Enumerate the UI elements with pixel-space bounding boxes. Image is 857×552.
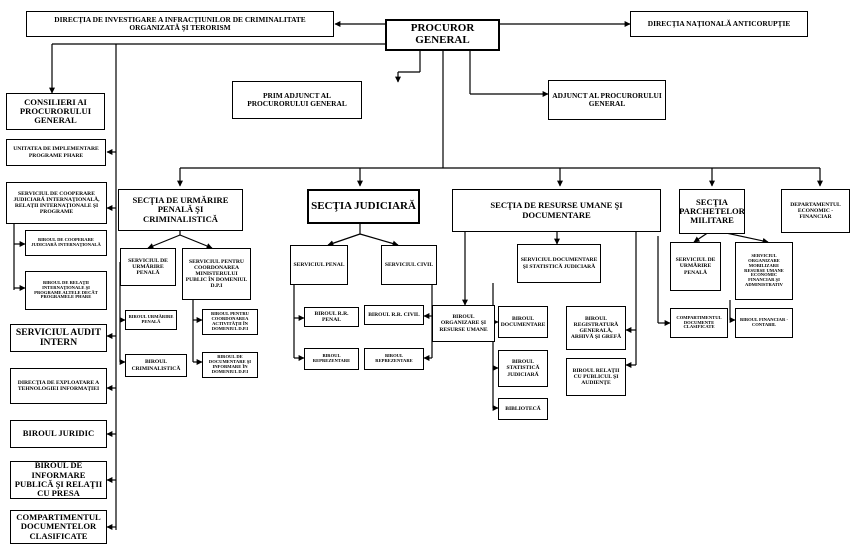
compartiment-documente-clasificate-militar-box: COMPARTIMENTUL DOCUMENTE CLASIFICATE [670, 308, 728, 338]
serviciu-organizare-militar-box: SERVICIUL ORGANIZARE MOBILIZARE RESURSE … [735, 242, 793, 300]
serviciu-documentare-statistica-box: SERVICIUL DOCUMENTARE ŞI STATISTICĂ JUDI… [517, 244, 601, 283]
unitate-phare-box: UNITATEA DE IMPLEMENTARE PROGRAME PHARE [6, 139, 106, 166]
birou-financiar-contabil-box: BIROUL FINANCIAR - CONTABIL [735, 308, 793, 338]
birou-cooperare-box: BIROUL DE COOPERARE JUDICIARĂ INTERNAŢIO… [25, 230, 107, 256]
sectia-resurse-umane-box: SECŢIA DE RESURSE UMANE ŞI DOCUMENTARE [452, 189, 661, 232]
documente-clasificate-left-box: COMPARTIMENTUL DOCUMENTELOR CLASIFICATE [10, 510, 107, 544]
birou-organizare-resurse-umane-box: BIROUL ORGANIZARE ŞI RESURSE UMANE [432, 305, 495, 342]
birou-documentare-dpi-box: BIROUL DE DOCUMENTARE ŞI INFORMARE ÎN DO… [202, 352, 258, 378]
birou-documentare-box: BIROUL DOCUMENTARE [498, 306, 548, 338]
birou-juridic-box: BIROUL JURIDIC [10, 420, 107, 448]
serviciu-civil-box: SERVICIUL CIVIL [381, 245, 437, 285]
prim-adjunct-box: PRIM ADJUNCT AL PROCURORULUI GENERAL [232, 81, 362, 119]
sectia-urmarire-penala-box: SECŢIA DE URMĂRIRE PENALĂ ŞI CRIMINALIST… [118, 189, 243, 231]
birou-reprezentare-penal-box: BIROUL REPREZENTARE [304, 348, 359, 370]
birou-rr-civil-box: BIROUL R.R. CIVIL [364, 305, 424, 325]
birou-rr-penal-box: BIROUL R.R. PENAL [304, 307, 359, 327]
birou-presa-box: BIROUL DE INFORMARE PUBLICĂ ŞI RELAŢII C… [10, 461, 107, 499]
consilieri-box: CONSILIERI AI PROCURORULUI GENERAL [6, 93, 105, 130]
audit-intern-box: SERVICIUL AUDIT INTERN [10, 324, 107, 352]
serviciu-cooperare-box: SERVICIUL DE COOPERARE JUDICIARĂ INTERNA… [6, 182, 107, 224]
birou-relatii-public-box: BIROUL RELAŢII CU PUBLICUL ŞI AUDIENŢE [566, 358, 626, 396]
birou-statistica-judiciara-box: BIROUL STATISTICĂ JUDICIARĂ [498, 350, 548, 387]
serviciu-penal-box: SERVICIUL PENAL [290, 245, 348, 285]
biblioteca-box: BIBLIOTECĂ [498, 398, 548, 420]
diicot-box: DIRECŢIA DE INVESTIGARE A INFRACŢIUNILOR… [26, 11, 334, 37]
sectia-parchetelor-militare-box: SECŢIA PARCHETELOR MILITARE [679, 189, 745, 234]
birou-relatii-internationale-box: BIROUL DE RELAŢII INTERNAŢIONALE ŞI PROG… [25, 271, 107, 310]
dna-box: DIRECŢIA NAŢIONALĂ ANTICORUPŢIE [630, 11, 808, 37]
birou-urmarire-penala-box: BIROUL URMĂRIRE PENALĂ [125, 310, 177, 330]
sectia-judiciara-box: SECŢIA JUDICIARĂ [307, 189, 420, 224]
serviciu-urmarire-penala-militar-box: SERVICIUL DE URMĂRIRE PENALĂ [670, 242, 721, 291]
directia-it-box: DIRECŢIA DE EXPLOATARE A TEHNOLOGIEI INF… [10, 368, 107, 404]
birou-registratura-box: BIROUL REGISTRATURĂ GENERALĂ, ARHIVĂ ŞI … [566, 306, 626, 350]
birou-criminalistica-box: BIROUL CRIMINALISTICĂ [125, 354, 187, 377]
serviciu-urmarire-penala-box: SERVICIUL DE URMĂRIRE PENALĂ [120, 248, 176, 286]
adjunct-box: ADJUNCT AL PROCURORULUI GENERAL [548, 80, 666, 120]
birou-coordonare-dpi-box: BIROUL PENTRU COORDONAREA ACTIVITĂŢII ÎN… [202, 309, 258, 335]
birou-reprezentare-civil-box: BIROUL REPREZENTARE [364, 348, 424, 370]
procuror-general-box: PROCUROR GENERAL [385, 19, 500, 51]
departament-economic-box: DEPARTAMENTUL ECONOMIC - FINANCIAR [781, 189, 850, 233]
serviciu-coordonare-dpi-box: SERVICIUL PENTRU COORDONAREA MINISTERULU… [182, 248, 251, 300]
